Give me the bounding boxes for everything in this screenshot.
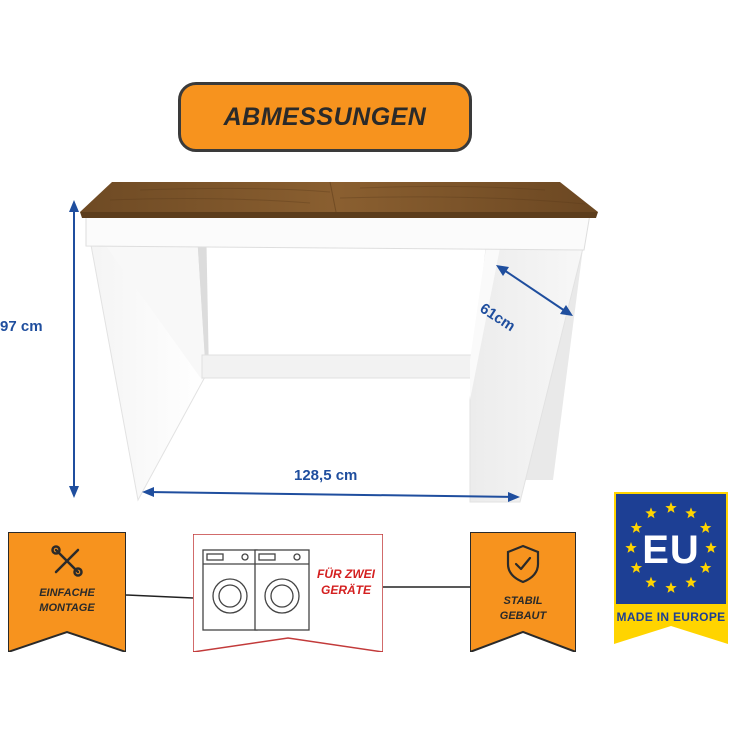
eu-star-icon bbox=[665, 502, 677, 513]
title-badge: ABMESSUNGEN bbox=[178, 82, 472, 152]
eu-star-icon bbox=[699, 562, 712, 573]
eu-star-icon bbox=[685, 507, 697, 519]
made-in-europe-label: MADE IN EUROPE bbox=[616, 610, 726, 624]
appliances-line2: GERÄTE bbox=[320, 583, 371, 597]
montage-line2: MONTAGE bbox=[39, 602, 95, 614]
eu-badge: EU MADE IN EUROPE bbox=[610, 490, 732, 650]
eu-star-icon bbox=[685, 576, 697, 588]
washing-machines-icon bbox=[202, 549, 310, 631]
eu-star-icon bbox=[625, 542, 637, 553]
width-label: 128,5 cm bbox=[294, 467, 358, 484]
eu-label: EU bbox=[642, 528, 700, 572]
eu-star-icon bbox=[630, 522, 643, 533]
tools-icon bbox=[51, 545, 83, 577]
feature-banner-stabil: STABIL GEBAUT bbox=[470, 532, 576, 652]
stabil-line1: STABIL bbox=[503, 595, 543, 607]
width-dimension-line bbox=[147, 491, 515, 498]
feature-card-two-appliances: FÜR ZWEI GERÄTE bbox=[193, 534, 383, 652]
feature-banner-montage: EINFACHE MONTAGE bbox=[8, 532, 126, 652]
page-title: ABMESSUNGEN bbox=[223, 102, 427, 131]
appliances-line1: FÜR ZWEI bbox=[317, 567, 375, 581]
eu-star-icon bbox=[699, 522, 712, 533]
depth-dimension-line bbox=[500, 267, 569, 314]
stabil-line2: GEBAUT bbox=[499, 610, 547, 622]
eu-star-icon bbox=[705, 542, 717, 553]
montage-line1: EINFACHE bbox=[39, 587, 95, 599]
eu-star-icon bbox=[665, 582, 677, 593]
eu-star-icon bbox=[645, 576, 657, 588]
tabletop bbox=[80, 182, 598, 212]
eu-star-icon bbox=[645, 507, 657, 519]
eu-star-icon bbox=[630, 562, 643, 573]
shield-check-icon bbox=[506, 544, 540, 584]
height-label: 97 cm bbox=[0, 318, 43, 335]
